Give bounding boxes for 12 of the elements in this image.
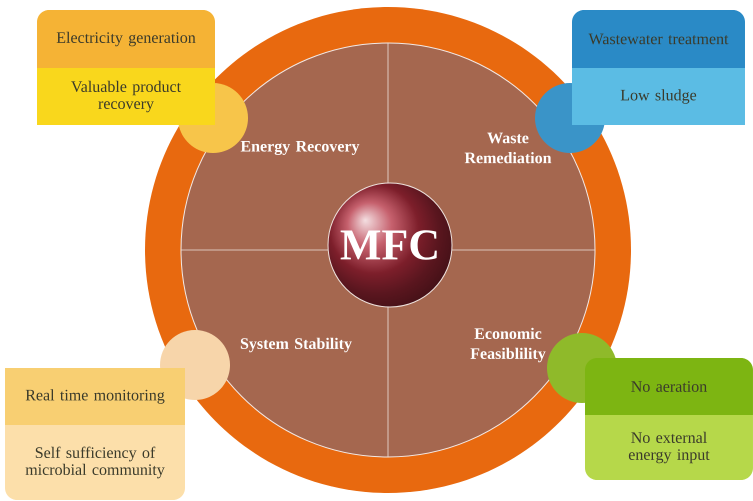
quadrant-label: Waste Remediation (464, 132, 552, 164)
text-band: Self sufficiency of microbial community (5, 425, 185, 500)
text-band: Real time monitoring (5, 368, 185, 425)
text-band: Wastewater treatment (572, 10, 745, 68)
quadrant-label: Energy Recovery (240, 141, 360, 155)
text-band: Low sludge (572, 68, 745, 125)
text-band: No aeration (585, 358, 753, 415)
text-band: Electricity generation (37, 10, 215, 68)
text-band: No external energy input (585, 415, 753, 480)
quadrant-label: System Stability (240, 338, 352, 352)
text-band: Valuable product recovery (37, 68, 215, 125)
quadrant-label: Economic Feasiblility (470, 328, 546, 362)
